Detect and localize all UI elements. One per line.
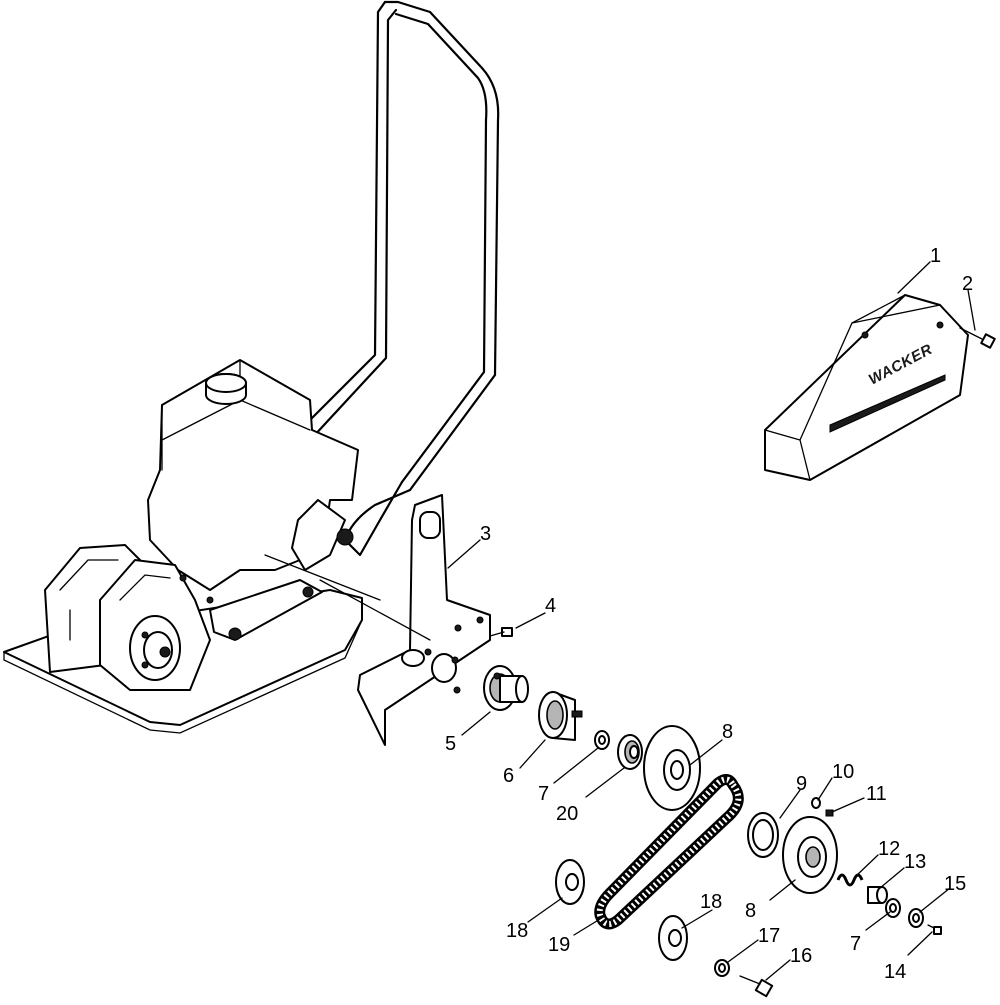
spacer-ring bbox=[747, 812, 779, 858]
driven-pulley bbox=[782, 816, 838, 894]
callout-2: 2 bbox=[962, 273, 973, 295]
collar bbox=[867, 886, 888, 904]
spring bbox=[836, 873, 864, 887]
washer bbox=[594, 730, 610, 750]
callout-7b: 7 bbox=[850, 933, 861, 955]
drive-pulley bbox=[643, 725, 701, 811]
callout-17: 17 bbox=[758, 925, 780, 947]
belt-guard-cover: WACKER bbox=[764, 294, 969, 481]
bottom-washer bbox=[714, 959, 730, 977]
callout-1: 1 bbox=[930, 245, 941, 267]
clutch-drum bbox=[538, 691, 583, 741]
handle-linkage bbox=[179, 499, 354, 641]
callout-9: 9 bbox=[796, 773, 807, 795]
cover-screw bbox=[959, 327, 996, 349]
exciter-housing bbox=[44, 544, 211, 691]
belt-mounting-plate bbox=[357, 494, 491, 746]
leader-lines bbox=[447, 261, 976, 981]
bottom-bolt bbox=[739, 975, 774, 998]
callout-13: 13 bbox=[904, 851, 926, 873]
callout-19: 19 bbox=[548, 934, 570, 956]
callout-14: 14 bbox=[884, 961, 906, 983]
callout-3: 3 bbox=[480, 523, 491, 545]
callout-11: 11 bbox=[866, 783, 887, 805]
clutch-hub bbox=[483, 665, 529, 711]
callout-15: 15 bbox=[944, 873, 966, 895]
callout-18a: 18 bbox=[506, 920, 528, 942]
callout-7: 7 bbox=[538, 783, 549, 805]
plate-bolt bbox=[489, 627, 513, 637]
callout-4: 4 bbox=[545, 595, 556, 617]
callout-12: 12 bbox=[878, 838, 900, 860]
bearing bbox=[617, 734, 643, 770]
drive-belt bbox=[594, 774, 744, 930]
washer bbox=[885, 898, 901, 918]
flange-disc bbox=[658, 915, 688, 961]
callout-5: 5 bbox=[445, 733, 456, 755]
end-bolt bbox=[927, 924, 942, 935]
callout-18b: 18 bbox=[700, 891, 722, 913]
set-screw bbox=[825, 809, 834, 817]
end-washer bbox=[908, 908, 924, 928]
callout-8: 8 bbox=[722, 721, 733, 743]
callout-8b: 8 bbox=[745, 900, 756, 922]
callout-10: 10 bbox=[832, 761, 854, 783]
callout-6: 6 bbox=[503, 765, 514, 787]
callout-labels: 1 2 3 4 5 6 7 20 8 9 10 11 12 13 15 8 7 … bbox=[445, 245, 973, 983]
callout-16: 16 bbox=[790, 945, 812, 967]
flange-disc bbox=[555, 859, 585, 905]
callout-20: 20 bbox=[556, 803, 578, 825]
